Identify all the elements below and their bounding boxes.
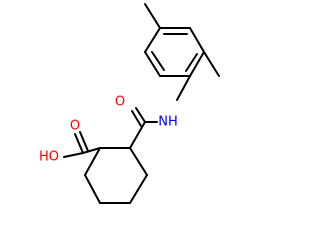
structure-diagram: O NH O HO <box>39 3 220 204</box>
amide-to-ring-bond <box>129 121 146 149</box>
amide-oxygen-label: O <box>115 95 125 110</box>
molecule-canvas: O NH O HO <box>39 3 220 204</box>
ring-to-acid-carbon-bond <box>82 147 101 154</box>
ring-bond <box>129 174 148 204</box>
acid-carbonyl-bond-b <box>79 131 89 152</box>
ring-double-bond <box>185 53 198 72</box>
ring-bond <box>129 147 148 176</box>
ring-bond <box>144 27 161 53</box>
cyclohexane-ring <box>84 147 148 204</box>
ring-bond <box>189 51 205 77</box>
acid-hydroxyl-label: HO <box>39 150 59 165</box>
aromatic-ring <box>144 27 205 77</box>
ring-bond <box>189 27 205 53</box>
amide-carbonyl-bond-b <box>131 110 142 127</box>
ring-to-nitrogen-bond <box>176 75 191 101</box>
ring-bond <box>84 147 101 176</box>
ring-double-bond <box>151 51 165 71</box>
methyl-bond-right <box>203 51 220 77</box>
amide-nitrogen-label: NH <box>158 115 178 130</box>
methyl-bond-top <box>144 3 161 29</box>
acid-hydroxyl-bond <box>63 152 84 158</box>
ring-bond <box>84 174 101 204</box>
ring-bond <box>144 51 161 77</box>
acid-carbonyl-bond-a <box>74 133 84 154</box>
amide-carbonyl-bond-a <box>135 107 146 123</box>
acid-oxygen-label: O <box>70 119 80 134</box>
